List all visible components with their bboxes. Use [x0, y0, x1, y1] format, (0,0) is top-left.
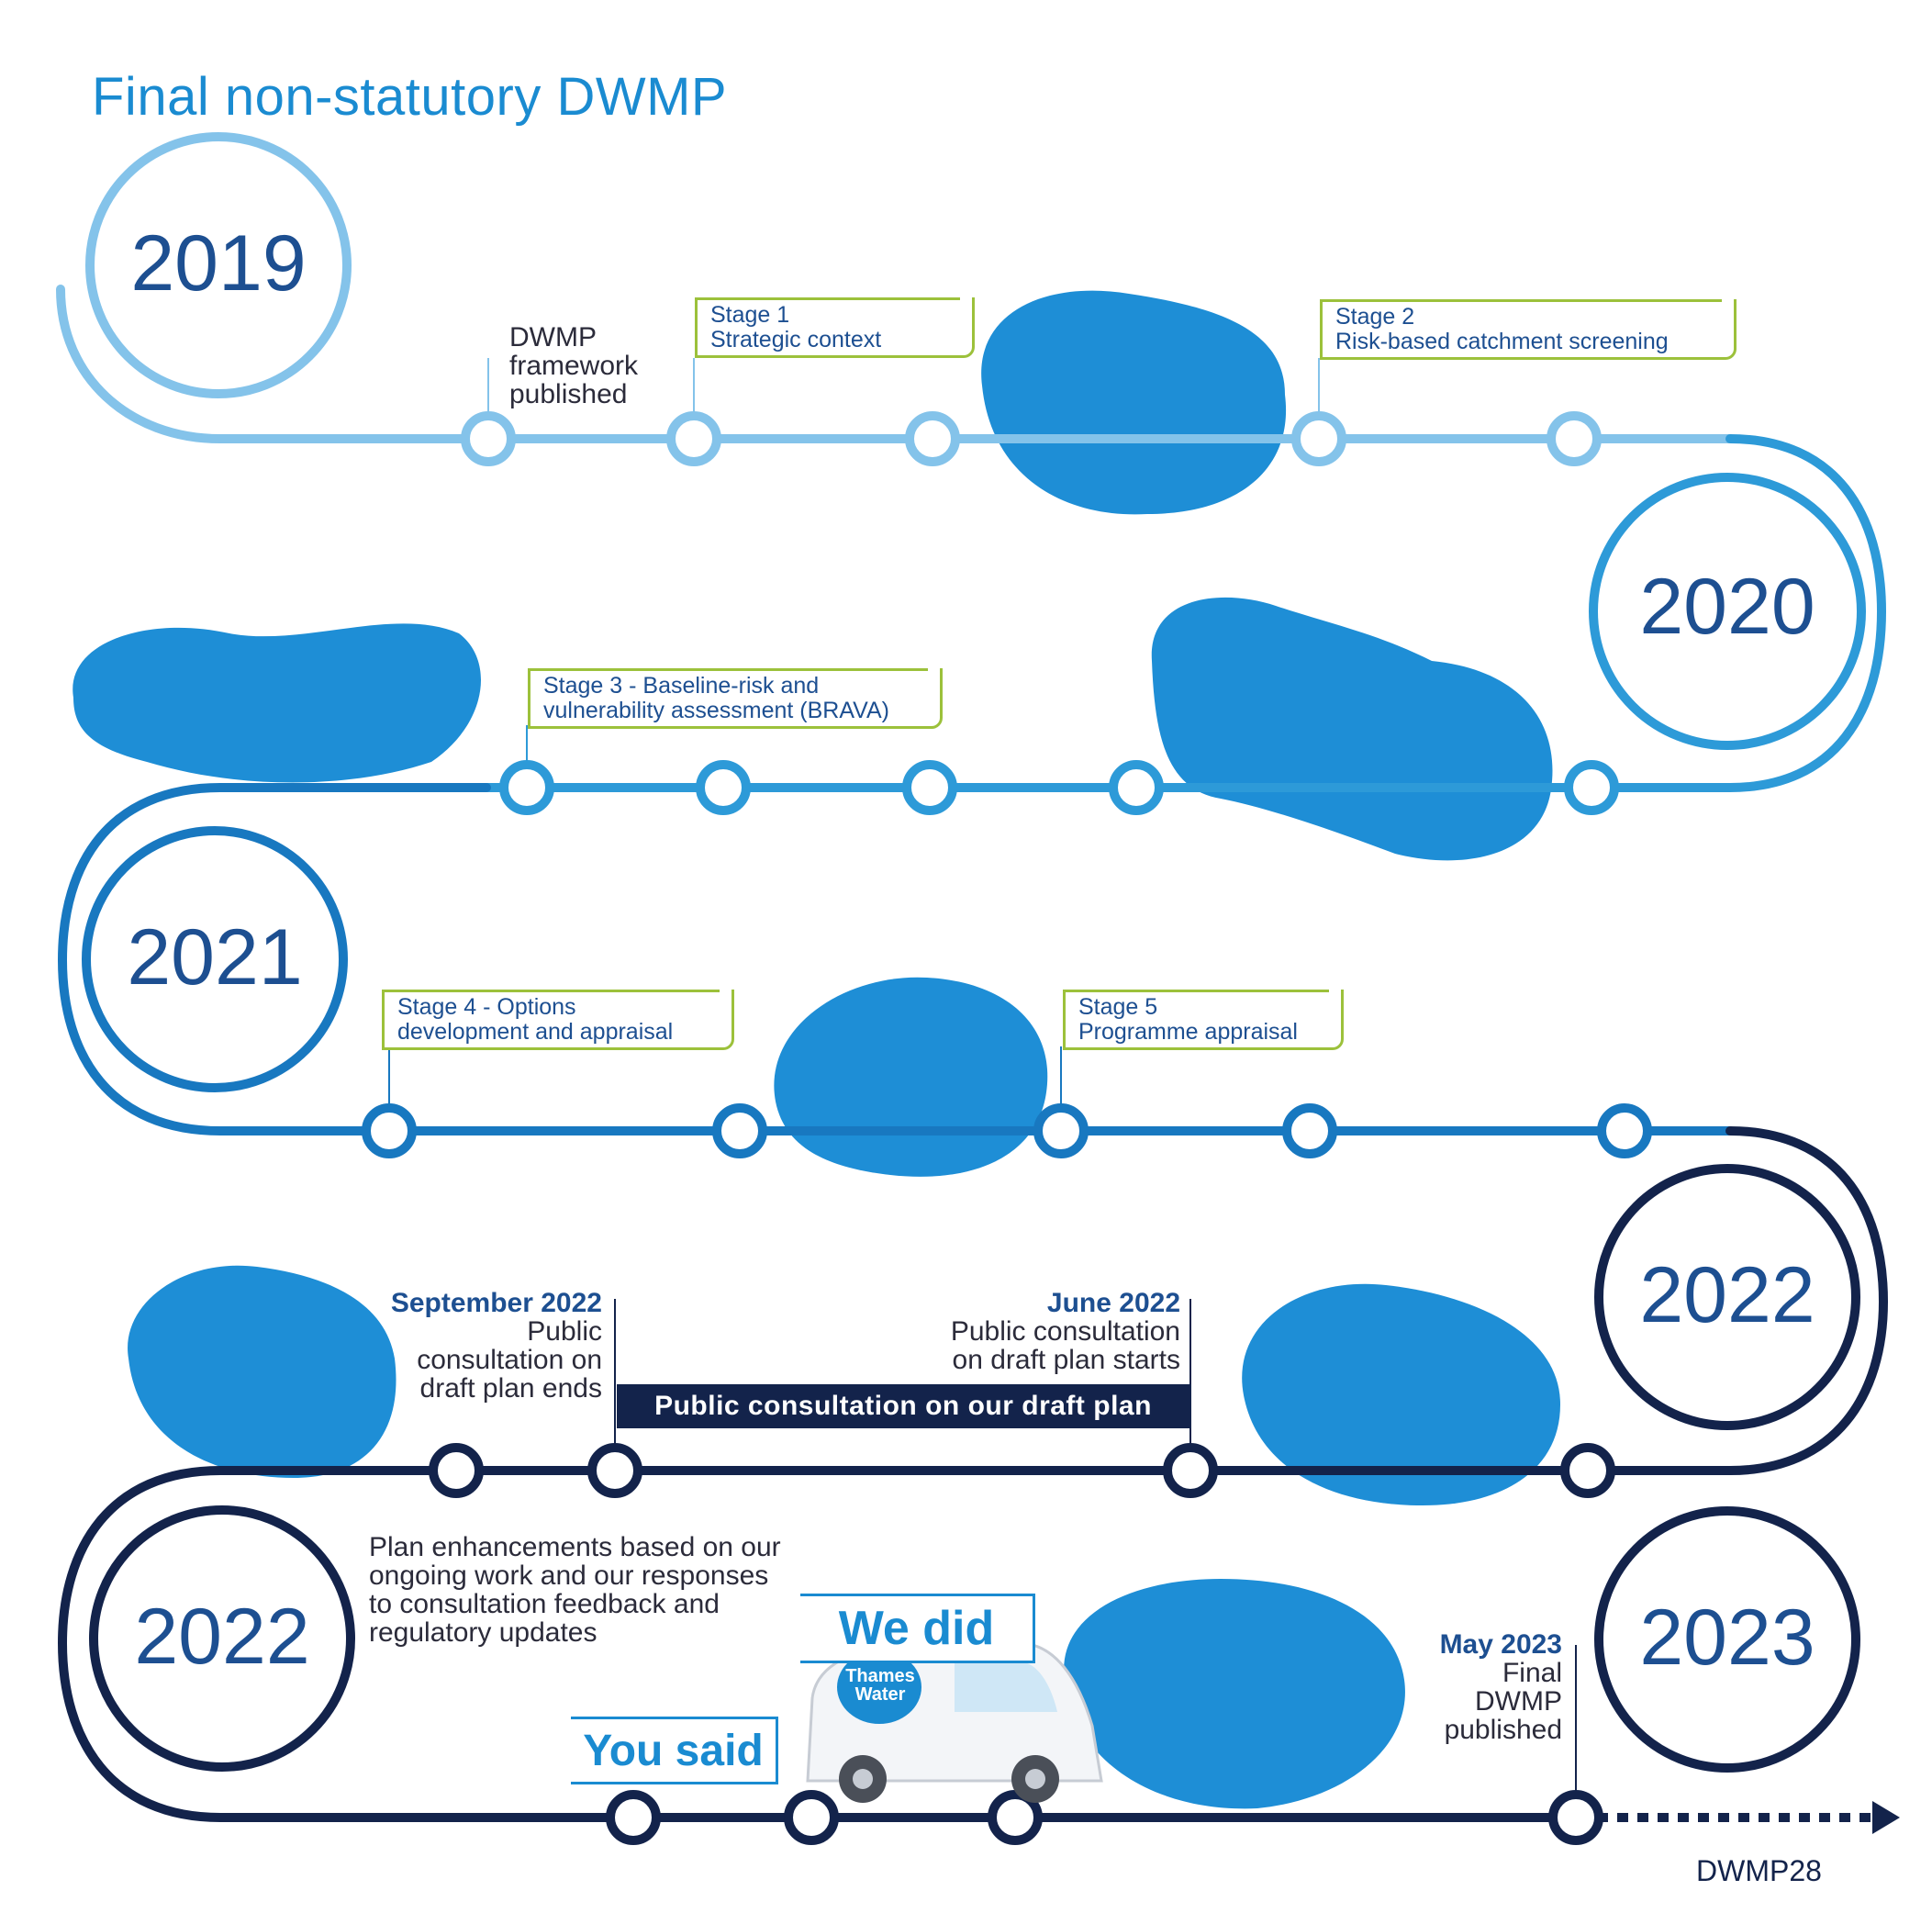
milestone-line: regulatory updates — [369, 1617, 597, 1648]
timeline-node — [905, 411, 960, 466]
milestone-line: Plan enhancements based on our — [369, 1532, 781, 1562]
year-circle-2022-b — [89, 1505, 355, 1772]
van-brand-logo: Thames Water — [841, 1667, 920, 1704]
timeline-node — [1033, 1103, 1089, 1158]
year-label-2020: 2020 — [1639, 563, 1815, 651]
timeline-node — [1163, 1443, 1218, 1498]
year-label-2021: 2021 — [127, 913, 303, 1001]
water-drop-logo-icon — [837, 1650, 921, 1724]
van-brand-line: Water — [854, 1684, 906, 1705]
field-illustration-blob — [1064, 1579, 1405, 1809]
office-illustration-blob — [1151, 597, 1553, 861]
timeline-segment-2019 — [56, 285, 1735, 443]
milestone-line: framework — [509, 351, 639, 381]
home-illustration-blob — [1242, 1283, 1560, 1505]
timeline-node — [988, 1790, 1043, 1845]
milestone-line: DWMP — [509, 322, 597, 352]
lab-illustration-blob — [73, 623, 482, 783]
timeline-node — [429, 1443, 484, 1498]
stage-3-box: Stage 3 - Baseline-risk and vulnerabilit… — [528, 668, 943, 729]
milestone-line: DWMP — [1475, 1686, 1562, 1717]
year-label-2022-b: 2022 — [134, 1593, 310, 1681]
milestone-line: published — [509, 379, 628, 409]
year-circle-2022-a — [1594, 1164, 1860, 1430]
stage-1-title: Strategic context — [710, 327, 882, 352]
year-label-2023: 2023 — [1639, 1594, 1815, 1682]
milestone-sept-2022: September 2022 Public consultation on dr… — [385, 1289, 602, 1403]
timeline-node — [1547, 411, 1602, 466]
stage-5-box: Stage 5 Programme appraisal — [1063, 990, 1344, 1050]
milestone-line: published — [1444, 1715, 1562, 1745]
milestone-june-2022: June 2022 Public consultation on draft p… — [881, 1289, 1180, 1374]
timeline-node — [1560, 1443, 1615, 1498]
timeline-node — [606, 1790, 661, 1845]
timeline-node — [1109, 760, 1164, 815]
milestone-line: Public — [527, 1316, 602, 1347]
year-label-2019: 2019 — [130, 219, 307, 308]
milestone-date: June 2022 — [1046, 1288, 1180, 1318]
year-circle-2023 — [1594, 1506, 1860, 1773]
timeline-node — [1597, 1103, 1652, 1158]
milestone-date: September 2022 — [390, 1288, 602, 1318]
timeline-node — [666, 411, 721, 466]
milestone-line: consultation on — [417, 1345, 602, 1375]
timeline-node — [362, 1103, 417, 1158]
year-circle-2020 — [1589, 473, 1866, 750]
stage-2-box: Stage 2 Risk-based catchment screening — [1320, 299, 1737, 360]
stage-3-title: vulnerability assessment (BRAVA) — [543, 698, 889, 723]
milestone-enhancements: Plan enhancements based on our ongoing w… — [369, 1533, 800, 1647]
timeline-node — [461, 411, 516, 466]
van-brand-line: Thames — [845, 1666, 915, 1686]
we-did-label: We did — [800, 1594, 1035, 1663]
milestone-line: Final — [1502, 1658, 1562, 1688]
year-circle-2019 — [85, 132, 352, 398]
document-code: DWMP28 — [1696, 1854, 1822, 1887]
stage-5-label: Stage 5 — [1078, 994, 1158, 1020]
stage-1-box: Stage 1 Strategic context — [695, 297, 975, 358]
handshake-illustration-blob — [774, 977, 1048, 1177]
timeline-node — [696, 760, 751, 815]
timeline-node — [587, 1443, 642, 1498]
timeline-node — [1564, 760, 1619, 815]
stage-4-label: Stage 4 - Options — [397, 994, 576, 1020]
timeline-segment-2021 — [57, 783, 1735, 1135]
timeline-node — [499, 760, 554, 815]
timeline-node — [902, 760, 957, 815]
milestone-line: Public consultation — [950, 1316, 1180, 1347]
year-label-2022-a: 2022 — [1639, 1251, 1815, 1339]
you-said-label: You said — [571, 1717, 778, 1784]
milestone-date: May 2023 — [1439, 1629, 1562, 1660]
timeline-node — [1291, 411, 1346, 466]
arrow-right-icon — [1872, 1801, 1900, 1834]
stage-3-label: Stage 3 - Baseline-risk and — [543, 673, 820, 699]
year-circle-2021 — [82, 826, 348, 1092]
stage-1-label: Stage 1 — [710, 302, 790, 328]
stage-2-title: Risk-based catchment screening — [1335, 329, 1669, 354]
timeline-node — [1282, 1103, 1337, 1158]
stage-5-title: Programme appraisal — [1078, 1019, 1298, 1045]
milestone-line: ongoing work and our responses — [369, 1560, 769, 1591]
timeline-node — [712, 1103, 767, 1158]
milestone-line: on draft plan starts — [952, 1345, 1180, 1375]
timeline-node — [1548, 1790, 1603, 1845]
team-illustration-blob — [981, 290, 1287, 515]
milestone-may-2023: May 2023 Final DWMP published — [1404, 1630, 1562, 1744]
stage-4-box: Stage 4 - Options development and apprai… — [382, 990, 734, 1050]
stage-4-title: development and appraisal — [397, 1019, 674, 1045]
timeline-segment-2020 — [482, 434, 1887, 792]
milestone-line: draft plan ends — [419, 1373, 602, 1404]
timeline-node — [784, 1790, 839, 1845]
milestone-framework: DWMP framework published — [509, 323, 638, 408]
consultation-period-bar: Public consultation on our draft plan — [617, 1384, 1189, 1428]
stage-2-label: Stage 2 — [1335, 304, 1415, 330]
timeline-segment-2022a — [57, 1126, 1889, 1822]
page-title: Final non-statutory DWMP — [92, 67, 728, 127]
milestone-line: to consultation feedback and — [369, 1589, 720, 1619]
illustration-blobs — [73, 290, 1560, 1809]
meeting-illustration-blob — [128, 1265, 396, 1478]
